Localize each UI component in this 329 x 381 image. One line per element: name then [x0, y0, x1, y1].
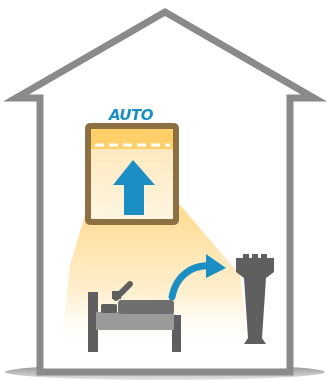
auto-badge-label: AUTO	[108, 106, 154, 124]
auto-badge: AUTO	[108, 106, 154, 124]
